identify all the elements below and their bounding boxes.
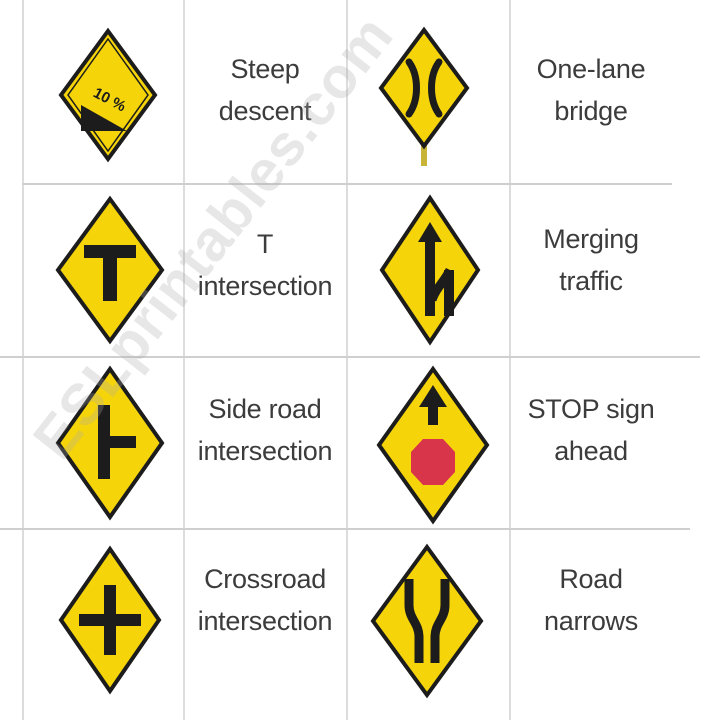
- side-road-intersection-sign-icon: [55, 365, 165, 520]
- steep-descent-sign-icon: 10 %: [58, 27, 157, 163]
- sign-label: Merging traffic: [543, 224, 639, 296]
- sign-cell: [368, 362, 498, 527]
- sign-label: STOP sign ahead: [527, 394, 655, 466]
- sign-cell: [370, 190, 490, 350]
- crossroad-intersection-sign-icon: [58, 545, 162, 695]
- sign-label-cell: STOP sign ahead: [511, 370, 671, 490]
- sign-cell: [40, 190, 180, 350]
- sign-label-cell: Side road intersection: [185, 370, 345, 490]
- sign-cell: [362, 538, 492, 703]
- sign-label: Side road intersection: [197, 394, 333, 466]
- sign-label: Road narrows: [544, 564, 638, 636]
- sign-label-cell: Merging traffic: [511, 200, 671, 320]
- one-lane-bridge-sign-icon: [378, 26, 470, 166]
- t-intersection-sign-icon: [55, 195, 165, 345]
- grid-divider: [509, 0, 511, 720]
- sign-label: Steep descent: [218, 54, 312, 126]
- grid-divider: [0, 528, 690, 530]
- sign-label-cell: One-lane bridge: [511, 30, 671, 150]
- sign-cell: [50, 540, 170, 700]
- grid-divider: [22, 0, 24, 720]
- grid-divider: [0, 356, 700, 358]
- grid-divider: [346, 0, 348, 720]
- sign-cell: [365, 22, 485, 172]
- merging-traffic-sign-icon: [379, 194, 481, 346]
- sign-label: Crossroad intersection: [197, 564, 333, 636]
- grid-divider: [183, 0, 185, 720]
- sign-label-cell: Steep descent: [185, 30, 345, 150]
- sign-cell: [45, 360, 175, 525]
- stop-sign-ahead-sign-icon: [376, 365, 490, 524]
- sign-cell: 10 %: [40, 20, 175, 170]
- road-narrows-sign-icon: [370, 543, 484, 698]
- sign-label-cell: Crossroad intersection: [185, 540, 345, 660]
- sign-label: One-lane bridge: [536, 54, 646, 126]
- sign-label-cell: Road narrows: [511, 540, 671, 660]
- grid-divider: [22, 183, 672, 185]
- sign-label-cell: T intersection: [185, 205, 345, 325]
- sign-label: T intersection: [197, 229, 333, 301]
